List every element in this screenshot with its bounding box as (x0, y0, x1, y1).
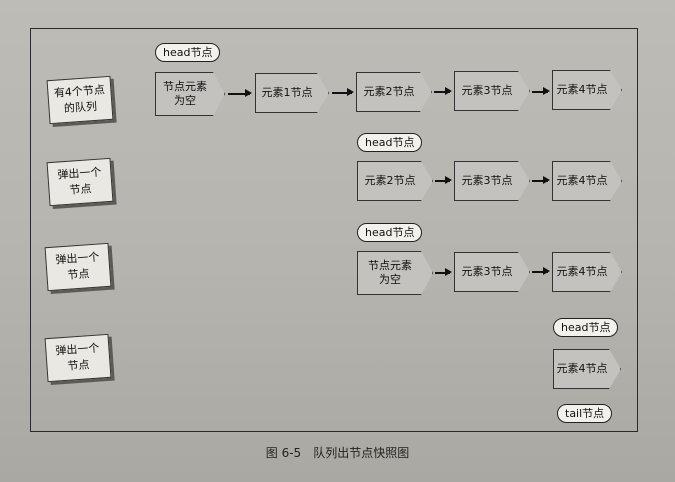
row1-head-bubble: head节点 (155, 43, 221, 62)
figure-caption: 图 6-5 队列出节点快照图 (265, 446, 410, 460)
row1-arrow-1 (228, 90, 252, 96)
row1-node-element-3: 元素3节点 (454, 71, 530, 111)
row3-node-empty: 节点元素 为空 (357, 251, 433, 295)
row2-arrow-2 (532, 177, 550, 183)
diagram-frame (30, 28, 638, 432)
row3-node-element-3: 元素3节点 (454, 252, 530, 292)
row4-node-element-4: 元素4节点 (553, 349, 621, 389)
row3-arrow-1 (435, 269, 452, 275)
row1-node-element-2: 元素2节点 (356, 72, 432, 112)
row1-node-empty: 节点元素 为空 (155, 72, 225, 116)
row2-arrow-1 (435, 177, 452, 183)
row1-arrow-2 (332, 89, 354, 95)
row3-arrow-2 (532, 268, 550, 274)
row2-node-element-3: 元素3节点 (454, 161, 530, 201)
row1-arrow-3 (434, 88, 452, 94)
row2-node-element-2: 元素2节点 (357, 161, 433, 201)
row2-head-bubble: head节点 (357, 133, 423, 152)
row1-node-element-1: 元素1节点 (255, 73, 329, 113)
row3-node-element-4: 元素4节点 (552, 252, 622, 292)
row2-label: 弹出一个 节点 (46, 157, 114, 207)
row3-head-bubble: head节点 (357, 223, 423, 242)
row4-tail-bubble: tail节点 (557, 404, 613, 423)
row4-head-bubble: head节点 (553, 318, 619, 337)
row4-label: 弹出一个 节点 (44, 333, 112, 383)
row1-node-element-4: 元素4节点 (552, 70, 622, 110)
row1-arrow-4 (532, 88, 550, 94)
row2-node-element-4: 元素4节点 (552, 161, 622, 201)
row3-label: 弹出一个 节点 (44, 242, 112, 292)
row1-label: 有4个节点 的队列 (46, 75, 114, 125)
